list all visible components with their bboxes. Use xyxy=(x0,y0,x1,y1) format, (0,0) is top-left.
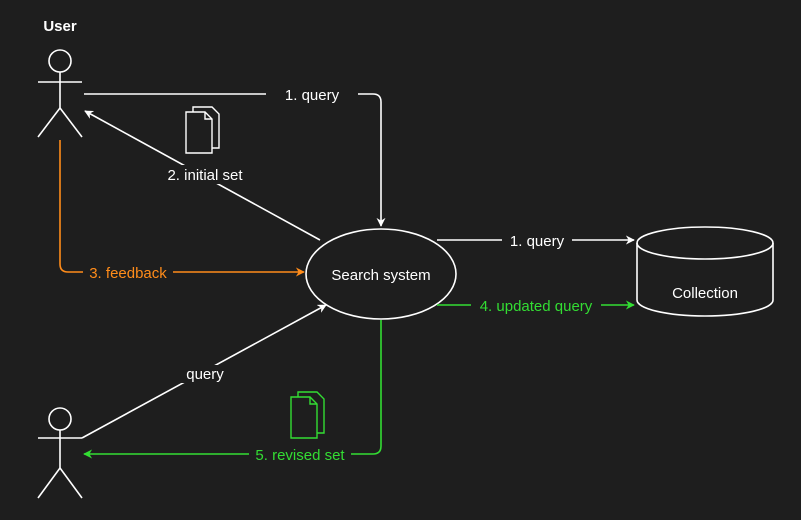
edge-feedback xyxy=(59,140,305,277)
revised-documents-icon xyxy=(290,391,325,439)
edge-revised-set xyxy=(83,320,382,459)
search-system-label: Search system xyxy=(331,267,430,284)
documents-icon xyxy=(185,106,220,154)
label-revised-set: 5. revised set xyxy=(255,447,345,464)
label-updated-query: 4. updated query xyxy=(480,298,593,315)
label-feedback: 3. feedback xyxy=(89,265,167,282)
label-initial-set: 2. initial set xyxy=(167,167,243,184)
collection-label: Collection xyxy=(672,285,738,302)
edge-query-user-to-system xyxy=(84,93,386,227)
second-user-actor-icon xyxy=(37,407,83,499)
collection-node xyxy=(636,226,774,317)
search-system-node xyxy=(305,228,457,320)
label-query-system-to-collection: 1. query xyxy=(510,233,565,250)
label-query-second-user: query xyxy=(186,366,224,383)
user-label: User xyxy=(43,18,77,35)
user-actor-icon xyxy=(37,49,83,138)
label-query-user-to-system: 1. query xyxy=(285,87,340,104)
